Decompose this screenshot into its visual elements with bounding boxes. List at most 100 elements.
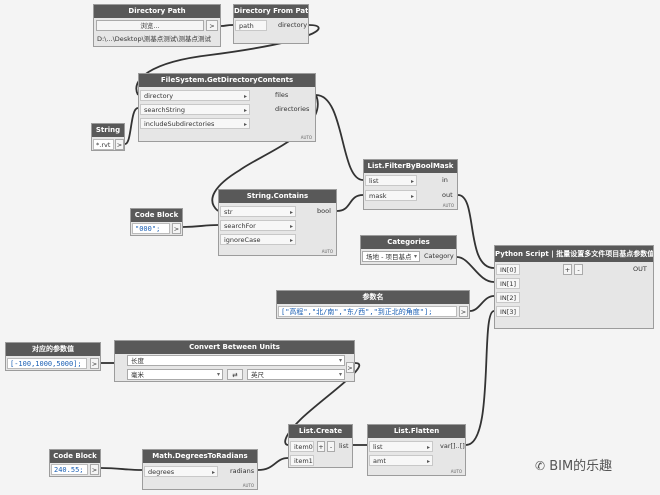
ignore-case-input-port[interactable]: ignoreCase ▸	[220, 234, 296, 245]
output-arrow[interactable]: >	[90, 358, 99, 369]
port-label: directory	[144, 92, 174, 100]
output-arrow[interactable]: >	[346, 362, 354, 373]
node-title: Convert Between Units	[115, 341, 354, 354]
output-arrow[interactable]: >	[172, 223, 181, 234]
filter-by-bool-mask-node[interactable]: List.FilterByBoolMask list▸ mask▸ in out…	[363, 159, 458, 210]
code-block-node[interactable]: Code Block "000"; >	[130, 208, 183, 236]
port-label: searchString	[144, 106, 185, 114]
str-input-port[interactable]: str▸	[220, 206, 296, 217]
in0-input-port[interactable]: IN[0]	[496, 264, 520, 275]
in1-input-port[interactable]: IN[1]	[496, 278, 520, 289]
add-input-button[interactable]: +	[563, 264, 572, 275]
get-directory-contents-node[interactable]: FileSystem.GetDirectoryContents director…	[138, 73, 316, 142]
degrees-input-port[interactable]: degrees▸	[144, 466, 218, 477]
files-output-port[interactable]: files	[275, 91, 289, 99]
from-unit-dropdown[interactable]: 毫米▾	[127, 369, 223, 380]
port-label: degrees	[148, 468, 175, 476]
node-title: Code Block	[50, 450, 100, 463]
node-title: FileSystem.GetDirectoryContents	[139, 74, 315, 87]
code-block-node[interactable]: Code Block 240.55; >	[49, 449, 101, 477]
string-contains-node[interactable]: String.Contains str▸ searchFor▸ ignoreCa…	[218, 189, 337, 256]
node-title: String.Contains	[219, 190, 336, 203]
path-input-port[interactable]: path	[235, 20, 267, 31]
remove-input-button[interactable]: -	[574, 264, 583, 275]
directories-output-port[interactable]: directories	[275, 105, 310, 113]
item1-input-port[interactable]: item1	[290, 455, 314, 466]
wire-code000-to-searchfor	[182, 224, 219, 228]
node-title: Categories	[361, 236, 456, 249]
port-arrow-icon: ▸	[289, 209, 293, 216]
port-label: ignoreCase	[224, 236, 261, 244]
directory-from-path-node[interactable]: Directory From Path path directory	[233, 4, 309, 44]
to-unit-dropdown[interactable]: 英尺▾	[247, 369, 345, 380]
node-title: Python Script | 批量设置多文件项目基点参数值	[495, 246, 653, 262]
node-title: List.FilterByBoolMask	[364, 160, 457, 173]
port-label: searchFor	[224, 222, 256, 230]
measure-type-dropdown[interactable]: 长度▾	[127, 355, 345, 366]
node-title: Code Block	[131, 209, 182, 222]
bool-output-port[interactable]: bool	[317, 207, 331, 215]
categories-node[interactable]: Categories 场地 - 项目基点▾ Category	[360, 235, 457, 265]
directory-output-port[interactable]: directory	[278, 21, 308, 29]
out-output-port[interactable]: out	[442, 191, 453, 199]
swap-units-button[interactable]: ⇄	[227, 369, 243, 380]
code-editor[interactable]: ["高程","北/南","东/西","到正北的角度"];	[278, 306, 457, 317]
in3-input-port[interactable]: IN[3]	[496, 306, 520, 317]
mask-input-port[interactable]: mask▸	[365, 190, 417, 201]
item0-input-port[interactable]: item0	[290, 441, 314, 452]
wire-string-to-searchstring	[124, 107, 139, 145]
port-arrow-icon: ▸	[426, 444, 430, 451]
directory-input-port[interactable]: directory ▸	[140, 90, 250, 101]
remove-input-button[interactable]: -	[327, 441, 335, 452]
convert-between-units-node[interactable]: Convert Between Units 长度▾ 毫米▾ ⇄ 英尺▾ >	[114, 340, 355, 382]
port-arrow-icon: ▸	[289, 237, 293, 244]
port-arrow-icon: ▸	[243, 93, 247, 100]
browse-button[interactable]: 浏览...	[96, 20, 204, 31]
amt-input-port[interactable]: amt▸	[369, 455, 433, 466]
list-input-port[interactable]: list▸	[365, 175, 417, 186]
dropdown-value: 长度	[131, 357, 144, 365]
output-arrow[interactable]: >	[90, 464, 99, 475]
category-output-port[interactable]: Category	[424, 252, 454, 260]
category-dropdown[interactable]: 场地 - 项目基点▾	[362, 251, 420, 262]
output-arrow[interactable]: >	[115, 139, 124, 150]
node-title: 对应的参数值	[6, 343, 100, 356]
search-string-input-port[interactable]: searchString ▸	[140, 104, 250, 115]
search-for-input-port[interactable]: searchFor▸	[220, 220, 296, 231]
run-mode-label: AUTO	[442, 203, 454, 208]
directory-path-node[interactable]: Directory Path 浏览... > D:\...\Desktop\测基…	[93, 4, 221, 47]
code-editor[interactable]: "000";	[132, 223, 170, 234]
wechat-icon: ✆	[535, 459, 546, 473]
include-subdirectories-input-port[interactable]: includeSubdirectories▸	[140, 118, 250, 129]
in2-input-port[interactable]: IN[2]	[496, 292, 520, 303]
string-node[interactable]: String *.rvt >	[91, 123, 125, 151]
code-editor[interactable]: [-100,1000,5000];	[7, 358, 87, 369]
add-input-button[interactable]: +	[317, 441, 325, 452]
python-script-node[interactable]: Python Script | 批量设置多文件项目基点参数值 IN[0] IN[…	[494, 245, 654, 329]
wire-convert-to-item0	[284, 362, 361, 446]
degrees-to-radians-node[interactable]: Math.DegreesToRadians degrees▸ radians A…	[142, 449, 258, 490]
list-input-port[interactable]: list▸	[369, 441, 433, 452]
parameter-names-code-block[interactable]: 参数名 ["高程","北/南","东/西","到正北的角度"]; >	[276, 290, 470, 319]
radians-output-port[interactable]: radians	[230, 467, 255, 475]
node-title: 参数名	[277, 291, 469, 304]
out-output-port[interactable]: OUT	[633, 265, 647, 273]
list-flatten-node[interactable]: List.Flatten list▸ amt▸ var[]..[] AUTO	[367, 424, 466, 476]
chevron-down-icon: ▾	[413, 253, 417, 260]
code-editor[interactable]: 240.55;	[51, 464, 88, 475]
output-arrow[interactable]: >	[459, 306, 468, 317]
parameter-values-code-block[interactable]: 对应的参数值 [-100,1000,5000]; >	[5, 342, 101, 371]
list-create-node[interactable]: List.Create item0 + - item1 list	[288, 424, 353, 468]
string-value-field[interactable]: *.rvt	[93, 139, 114, 150]
port-arrow-icon: ▸	[243, 107, 247, 114]
port-label: includeSubdirectories	[144, 120, 215, 128]
in-output-port[interactable]: in	[442, 176, 448, 184]
var-output-port[interactable]: var[]..[]	[440, 442, 465, 450]
wire-category-to-in1	[456, 256, 495, 283]
list-output-port[interactable]: list	[339, 442, 349, 450]
node-title: List.Flatten	[368, 425, 465, 438]
port-label: mask	[369, 192, 387, 200]
output-arrow[interactable]: >	[206, 20, 218, 31]
wire-codeblock2-to-degrees	[100, 467, 143, 471]
